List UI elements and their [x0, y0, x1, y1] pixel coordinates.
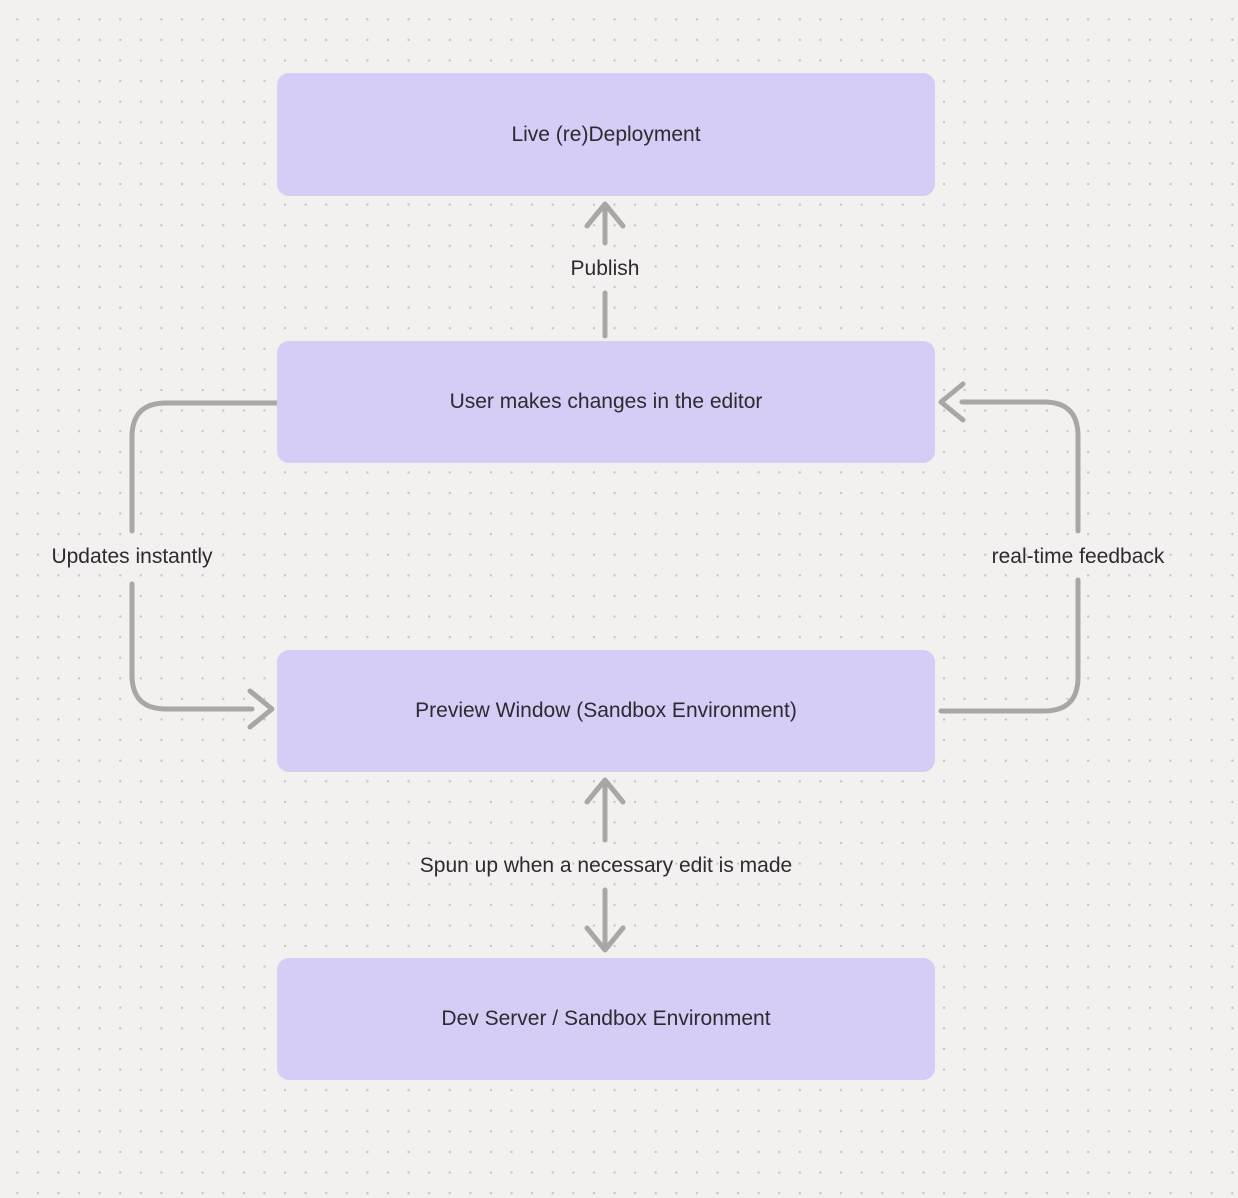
node-editor-label: User makes changes in the editor — [449, 390, 763, 414]
node-live-deployment[interactable]: Live (re)Deployment — [277, 73, 935, 196]
node-dev-server-label: Dev Server / Sandbox Environment — [441, 1007, 771, 1031]
arrow-down-icon — [584, 925, 626, 953]
edge-label-publish: Publish — [570, 257, 640, 280]
arrow-up-icon — [584, 201, 626, 229]
edge-label-spun-up: Spun up when a necessary edit is made — [419, 854, 793, 877]
node-preview-window[interactable]: Preview Window (Sandbox Environment) — [277, 650, 935, 772]
updates-connector-upper — [129, 400, 280, 534]
node-live-deployment-label: Live (re)Deployment — [511, 122, 701, 146]
realtime-connector-upper — [959, 399, 1081, 534]
arrow-left-icon — [938, 381, 966, 423]
node-editor[interactable]: User makes changes in the editor — [277, 341, 935, 463]
realtime-connector-lower — [938, 577, 1081, 714]
arrow-right-icon — [247, 688, 275, 730]
node-preview-window-label: Preview Window (Sandbox Environment) — [415, 699, 797, 723]
edge-label-real-time-feedback: real-time feedback — [991, 545, 1165, 568]
updates-connector-lower — [129, 581, 255, 712]
edge-label-updates-instantly: Updates instantly — [51, 545, 213, 568]
node-dev-server[interactable]: Dev Server / Sandbox Environment — [277, 958, 935, 1080]
arrow-up-icon — [584, 777, 626, 805]
